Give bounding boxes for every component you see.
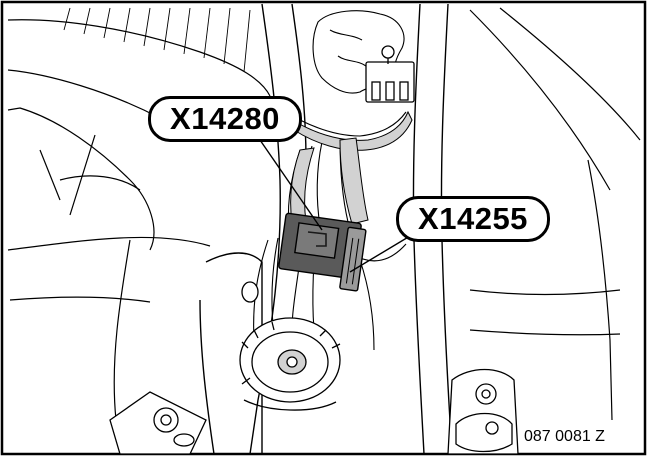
trim-panel — [7, 19, 271, 421]
figure-id-label: 087 0081 Z — [522, 428, 607, 446]
wiring-harness-fill — [290, 110, 413, 235]
callout-connector-x14255: X14255 — [396, 196, 550, 242]
grommet — [239, 281, 341, 411]
connector-block — [278, 212, 367, 292]
anchor-bracket-left — [109, 391, 207, 455]
relay-connector — [365, 45, 415, 103]
hatching — [63, 7, 251, 73]
callout-connector-x14280: X14280 — [148, 96, 302, 142]
anchor-bracket-right — [447, 368, 519, 455]
leader-lines — [259, 139, 411, 273]
door-panel — [469, 7, 641, 421]
